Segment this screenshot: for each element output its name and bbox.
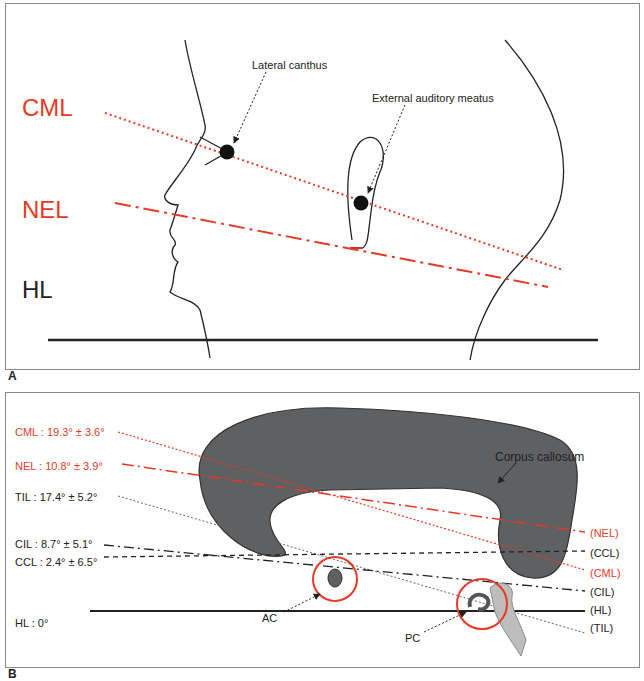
head-back-outline <box>470 40 564 360</box>
brainstem-shape <box>490 583 526 656</box>
leader-arrow <box>424 612 466 632</box>
face-profile <box>165 40 210 358</box>
leader-arrow <box>284 594 320 612</box>
panel-letter: B <box>8 668 17 680</box>
posterior-commissure <box>470 595 489 610</box>
nel-line <box>122 464 585 532</box>
angle-value: HL : 0° <box>15 618 48 629</box>
line-end-label: (TIL) <box>590 623 613 634</box>
auditory-meatus-dot <box>354 196 369 211</box>
line-end-label: (CIL) <box>590 587 614 598</box>
cml-line <box>105 113 563 270</box>
angle-value: NEL : 10.8° ± 3.9° <box>15 461 103 472</box>
structure-label: AC <box>262 613 277 624</box>
corpus-callosum-shape <box>199 408 577 578</box>
landmark-label: External auditory meatus <box>372 93 494 104</box>
anterior-commissure <box>328 569 342 587</box>
ccl-line <box>104 551 585 557</box>
angle-value: CML : 19.3° ± 3.6° <box>15 427 105 438</box>
angle-value: CCL : 2.4° ± 6.5° <box>15 557 97 568</box>
hl-line <box>48 339 598 342</box>
angle-value: CIL : 8.7° ± 5.1° <box>15 539 92 550</box>
leader-arrow <box>368 105 405 193</box>
ear-outline <box>348 137 384 248</box>
panel-letter: A <box>8 370 17 382</box>
cil-line <box>104 545 585 591</box>
line-abbreviation: NEL <box>22 198 69 222</box>
leader-arrow <box>234 72 266 143</box>
nel-line <box>115 203 548 287</box>
line-end-label: (CML) <box>590 568 621 579</box>
line-abbreviation: CML <box>22 96 73 120</box>
structure-label: PC <box>405 633 420 644</box>
line-end-label: (HL) <box>590 605 611 616</box>
landmark-label: Lateral canthus <box>252 60 327 71</box>
line-end-label: (NEL) <box>590 528 619 539</box>
cml-line <box>118 432 585 570</box>
figure-panel: A <box>5 3 640 370</box>
line-end-label: (CCL) <box>590 548 619 559</box>
lateral-canthus-dot <box>220 145 235 160</box>
structure-label: Corpus callosum <box>495 451 584 463</box>
highlight-circle <box>457 579 507 629</box>
line-abbreviation: HL <box>22 278 53 302</box>
leader-arrow <box>498 464 515 483</box>
highlight-circle <box>313 557 357 601</box>
angle-value: TIL : 17.4° ± 5.2° <box>15 492 97 503</box>
